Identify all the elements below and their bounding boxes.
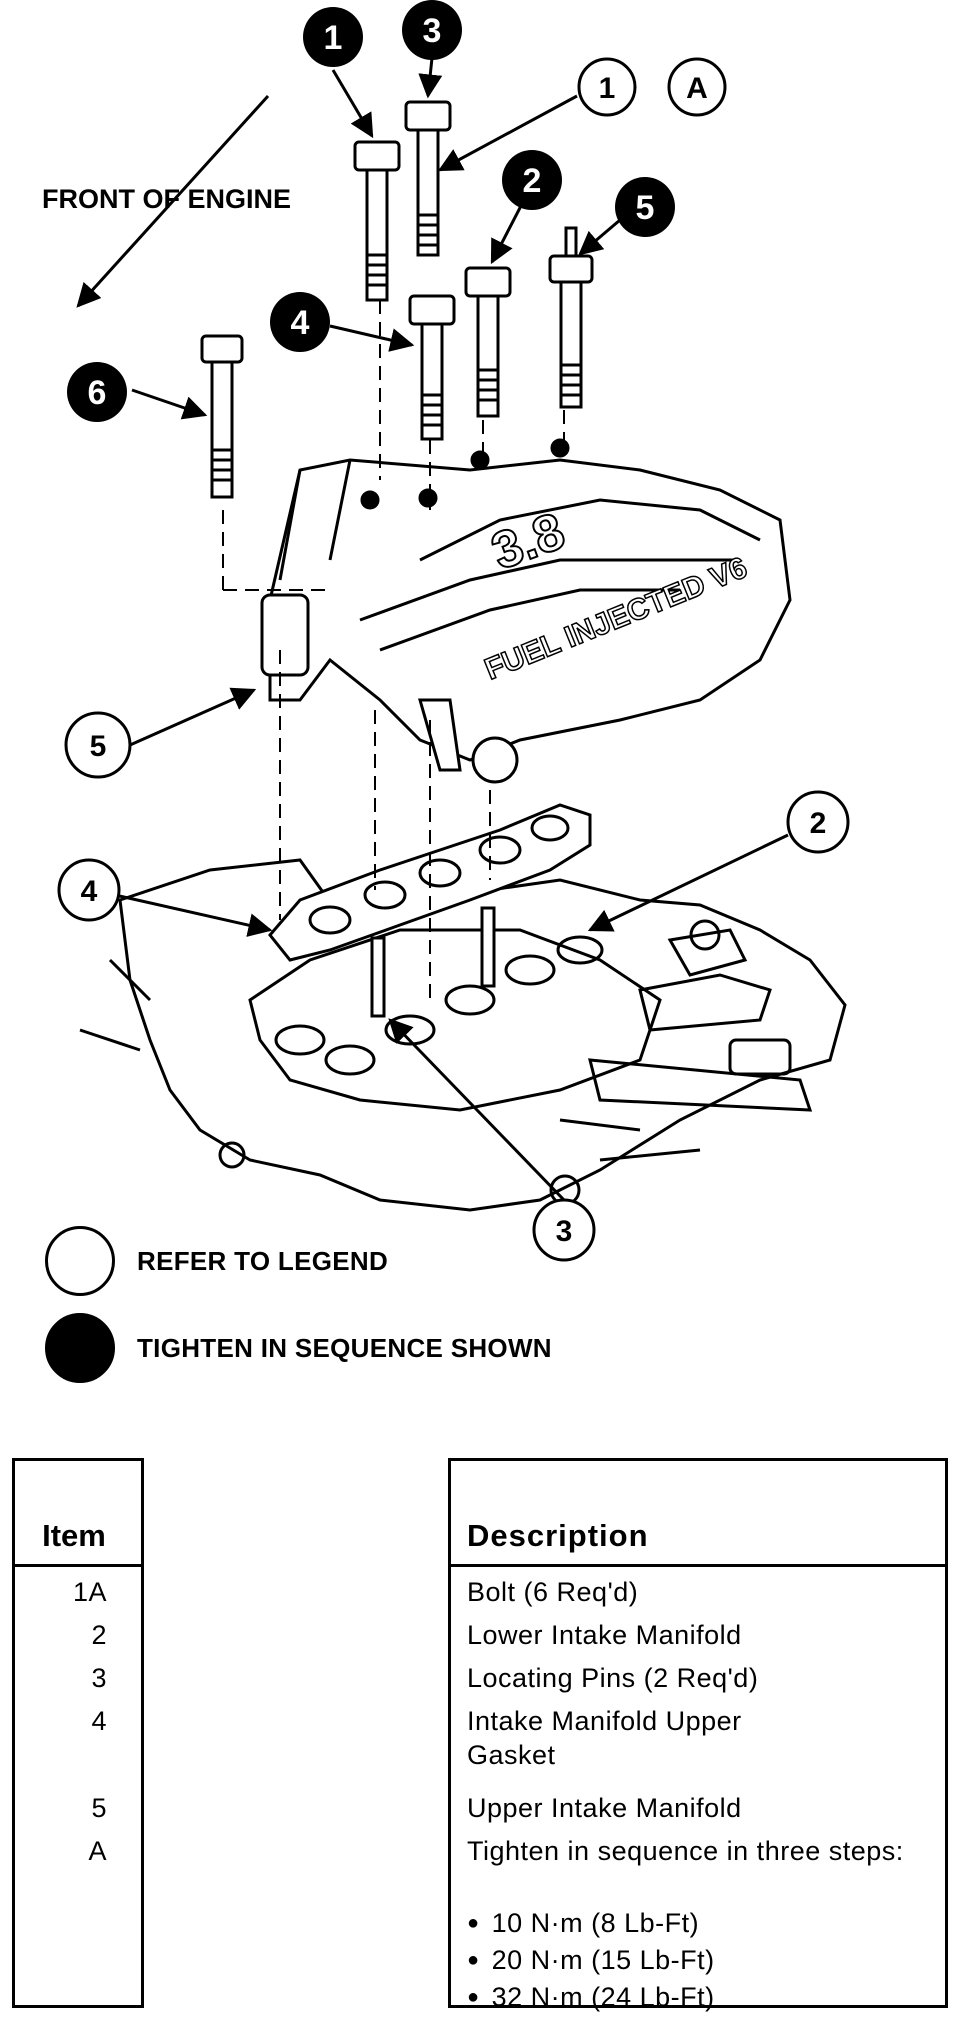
torque-steps-list: 10 N·m (8 Lb-Ft) 20 N·m (15 Lb-Ft) 32 N·… — [467, 1906, 937, 2017]
legend-open-row: REFER TO LEGEND — [45, 1226, 388, 1296]
legend-filled-text: TIGHTEN IN SEQUENCE SHOWN — [137, 1332, 552, 1363]
callout-filled-6: 6 — [67, 362, 127, 422]
callout-filled-6-label: 6 — [88, 374, 107, 412]
manifold-exploded-diagram: FRONT OF ENGINE — [42, 0, 850, 1262]
bolt-2 — [464, 266, 512, 418]
upper-intake-manifold: 3.8 FUEL INJECTED V6 — [260, 438, 792, 784]
description-cell: Locating Pins (2 Req'd) — [467, 1663, 759, 1693]
bolt-4 — [408, 294, 456, 441]
callout-open-2-label: 2 — [810, 807, 827, 840]
filled-callouts: 1 3 2 5 4 6 — [67, 0, 675, 422]
callout-filled-4: 4 — [270, 292, 330, 352]
callout-filled-3-label: 3 — [423, 12, 442, 50]
description-cell: Lower Intake Manifold — [467, 1620, 742, 1650]
item-cell: 4 — [91, 1706, 107, 1736]
item-column: Item 1A 2 3 4 5 A — [12, 1458, 144, 2008]
callout-filled-1-label: 1 — [324, 19, 343, 57]
alignment-lines — [222, 300, 565, 1000]
callout-filled-1: 1 — [303, 7, 363, 67]
item-cell: 5 — [91, 1793, 107, 1823]
item-header: Item — [15, 1461, 141, 1567]
callout-open-5: 5 — [64, 711, 132, 779]
torque-step: 20 N·m (15 Lb-Ft) — [467, 1943, 937, 1980]
bolt-6 — [200, 334, 244, 499]
callout-open-1: 1 — [577, 57, 637, 117]
open-callouts: 1 A 5 4 2 3 — [57, 57, 850, 1262]
bolts — [200, 100, 594, 499]
bolt-1 — [353, 140, 401, 302]
callout-filled-4-label: 4 — [291, 304, 310, 342]
filled-circle-icon — [45, 1313, 115, 1383]
leader-lines — [114, 57, 789, 1202]
callout-open-3-label: 3 — [556, 1215, 573, 1248]
torque-step: 32 N·m (24 Lb-Ft) — [467, 1980, 937, 2017]
description-cell: Intake Manifold Upper Gasket — [467, 1706, 742, 1770]
description-cell: Bolt (6 Req'd) — [467, 1577, 639, 1607]
item-cell: A — [88, 1836, 107, 1866]
bolt-3 — [404, 100, 452, 257]
callout-filled-5: 5 — [615, 177, 675, 237]
callout-open-2: 2 — [786, 790, 850, 854]
callout-open-1-label: 1 — [599, 72, 616, 105]
callout-filled-2-label: 2 — [523, 162, 542, 200]
description-cell: Upper Intake Manifold — [467, 1793, 742, 1823]
callout-open-a: A — [667, 57, 727, 117]
front-direction-arrow — [76, 94, 270, 308]
item-cell: 3 — [91, 1663, 107, 1693]
callout-open-3: 3 — [532, 1198, 596, 1262]
bolt-5 — [548, 226, 594, 409]
description-column: Description Bolt (6 Req'd) Lower Intake … — [448, 1458, 948, 2012]
locating-pins — [370, 906, 496, 1018]
legend-open-text: REFER TO LEGEND — [137, 1245, 389, 1276]
description-cell: Tighten in sequence in three steps: — [467, 1836, 904, 1866]
description-header: Description — [451, 1461, 945, 1567]
callout-open-5-label: 5 — [90, 730, 107, 763]
callout-open-4-label: 4 — [81, 875, 98, 908]
item-cell: 1A — [72, 1577, 107, 1607]
callout-filled-3: 3 — [402, 0, 462, 60]
callout-open-4: 4 — [57, 858, 121, 922]
item-cell: 2 — [91, 1620, 107, 1650]
legend-filled-row: TIGHTEN IN SEQUENCE SHOWN — [45, 1313, 552, 1383]
torque-step: 10 N·m (8 Lb-Ft) — [467, 1906, 937, 1943]
open-circle-icon — [45, 1226, 115, 1296]
callout-open-a-label: A — [686, 72, 708, 105]
callout-filled-2: 2 — [502, 150, 562, 210]
callout-filled-5-label: 5 — [636, 189, 655, 227]
